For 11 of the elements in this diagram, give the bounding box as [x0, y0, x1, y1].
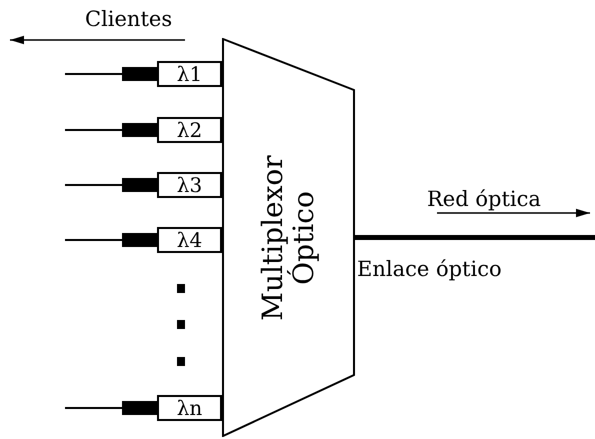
- multiplexer-label: Multiplexor Óptico: [258, 154, 320, 322]
- multiplexer-trapezoid: [222, 38, 355, 437]
- wavelength-box: λ3: [157, 172, 222, 198]
- label-text: Red óptica: [427, 189, 541, 210]
- label-text: Clientes: [85, 9, 172, 30]
- wavelength-box: λ1: [157, 61, 222, 87]
- wavelength-box: λ2: [157, 117, 222, 143]
- wavelength-box: λ4: [157, 227, 222, 253]
- wavelength-box: λn: [157, 395, 222, 421]
- connector-line: [355, 235, 595, 240]
- label-text: Enlace óptico: [357, 259, 502, 280]
